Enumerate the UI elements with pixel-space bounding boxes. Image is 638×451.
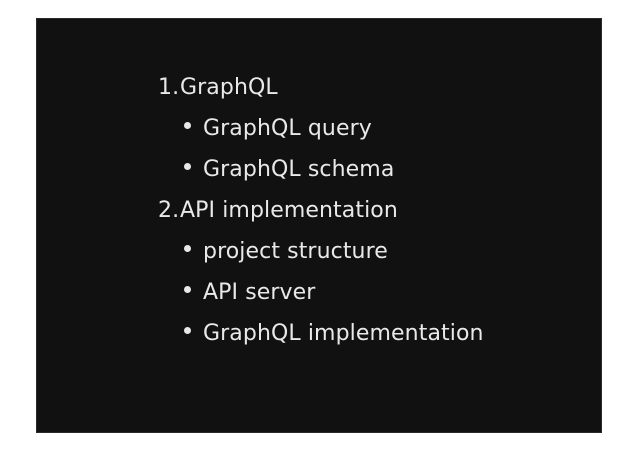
outline-subitem-label: GraphQL implementation [203, 321, 484, 346]
outline-item-api-implementation: 2. API implementation [37, 198, 601, 239]
list-number-marker: 1. [158, 75, 180, 100]
outline-subitem-api-server: API server [37, 280, 601, 321]
outline-subitem-label: GraphQL schema [203, 157, 395, 182]
outline-item-label: GraphQL [180, 75, 278, 100]
outline-subitem-label: project structure [203, 239, 388, 264]
outline-subitem-project-structure: project structure [37, 239, 601, 280]
outline-subitem-graphql-implementation: GraphQL implementation [37, 321, 601, 362]
outline-subitem-label: API server [203, 280, 316, 305]
outline-item-graphql: 1. GraphQL [37, 75, 601, 116]
list-number-marker: 2. [158, 198, 180, 223]
presentation-slide: 1. GraphQL GraphQL query GraphQL schema … [36, 18, 602, 433]
outline-subitem-graphql-schema: GraphQL schema [37, 157, 601, 198]
slide-outline-list: 1. GraphQL GraphQL query GraphQL schema … [37, 19, 601, 362]
outline-subitem-graphql-query: GraphQL query [37, 116, 601, 157]
outline-item-label: API implementation [180, 198, 398, 223]
outline-subitem-label: GraphQL query [203, 116, 372, 141]
